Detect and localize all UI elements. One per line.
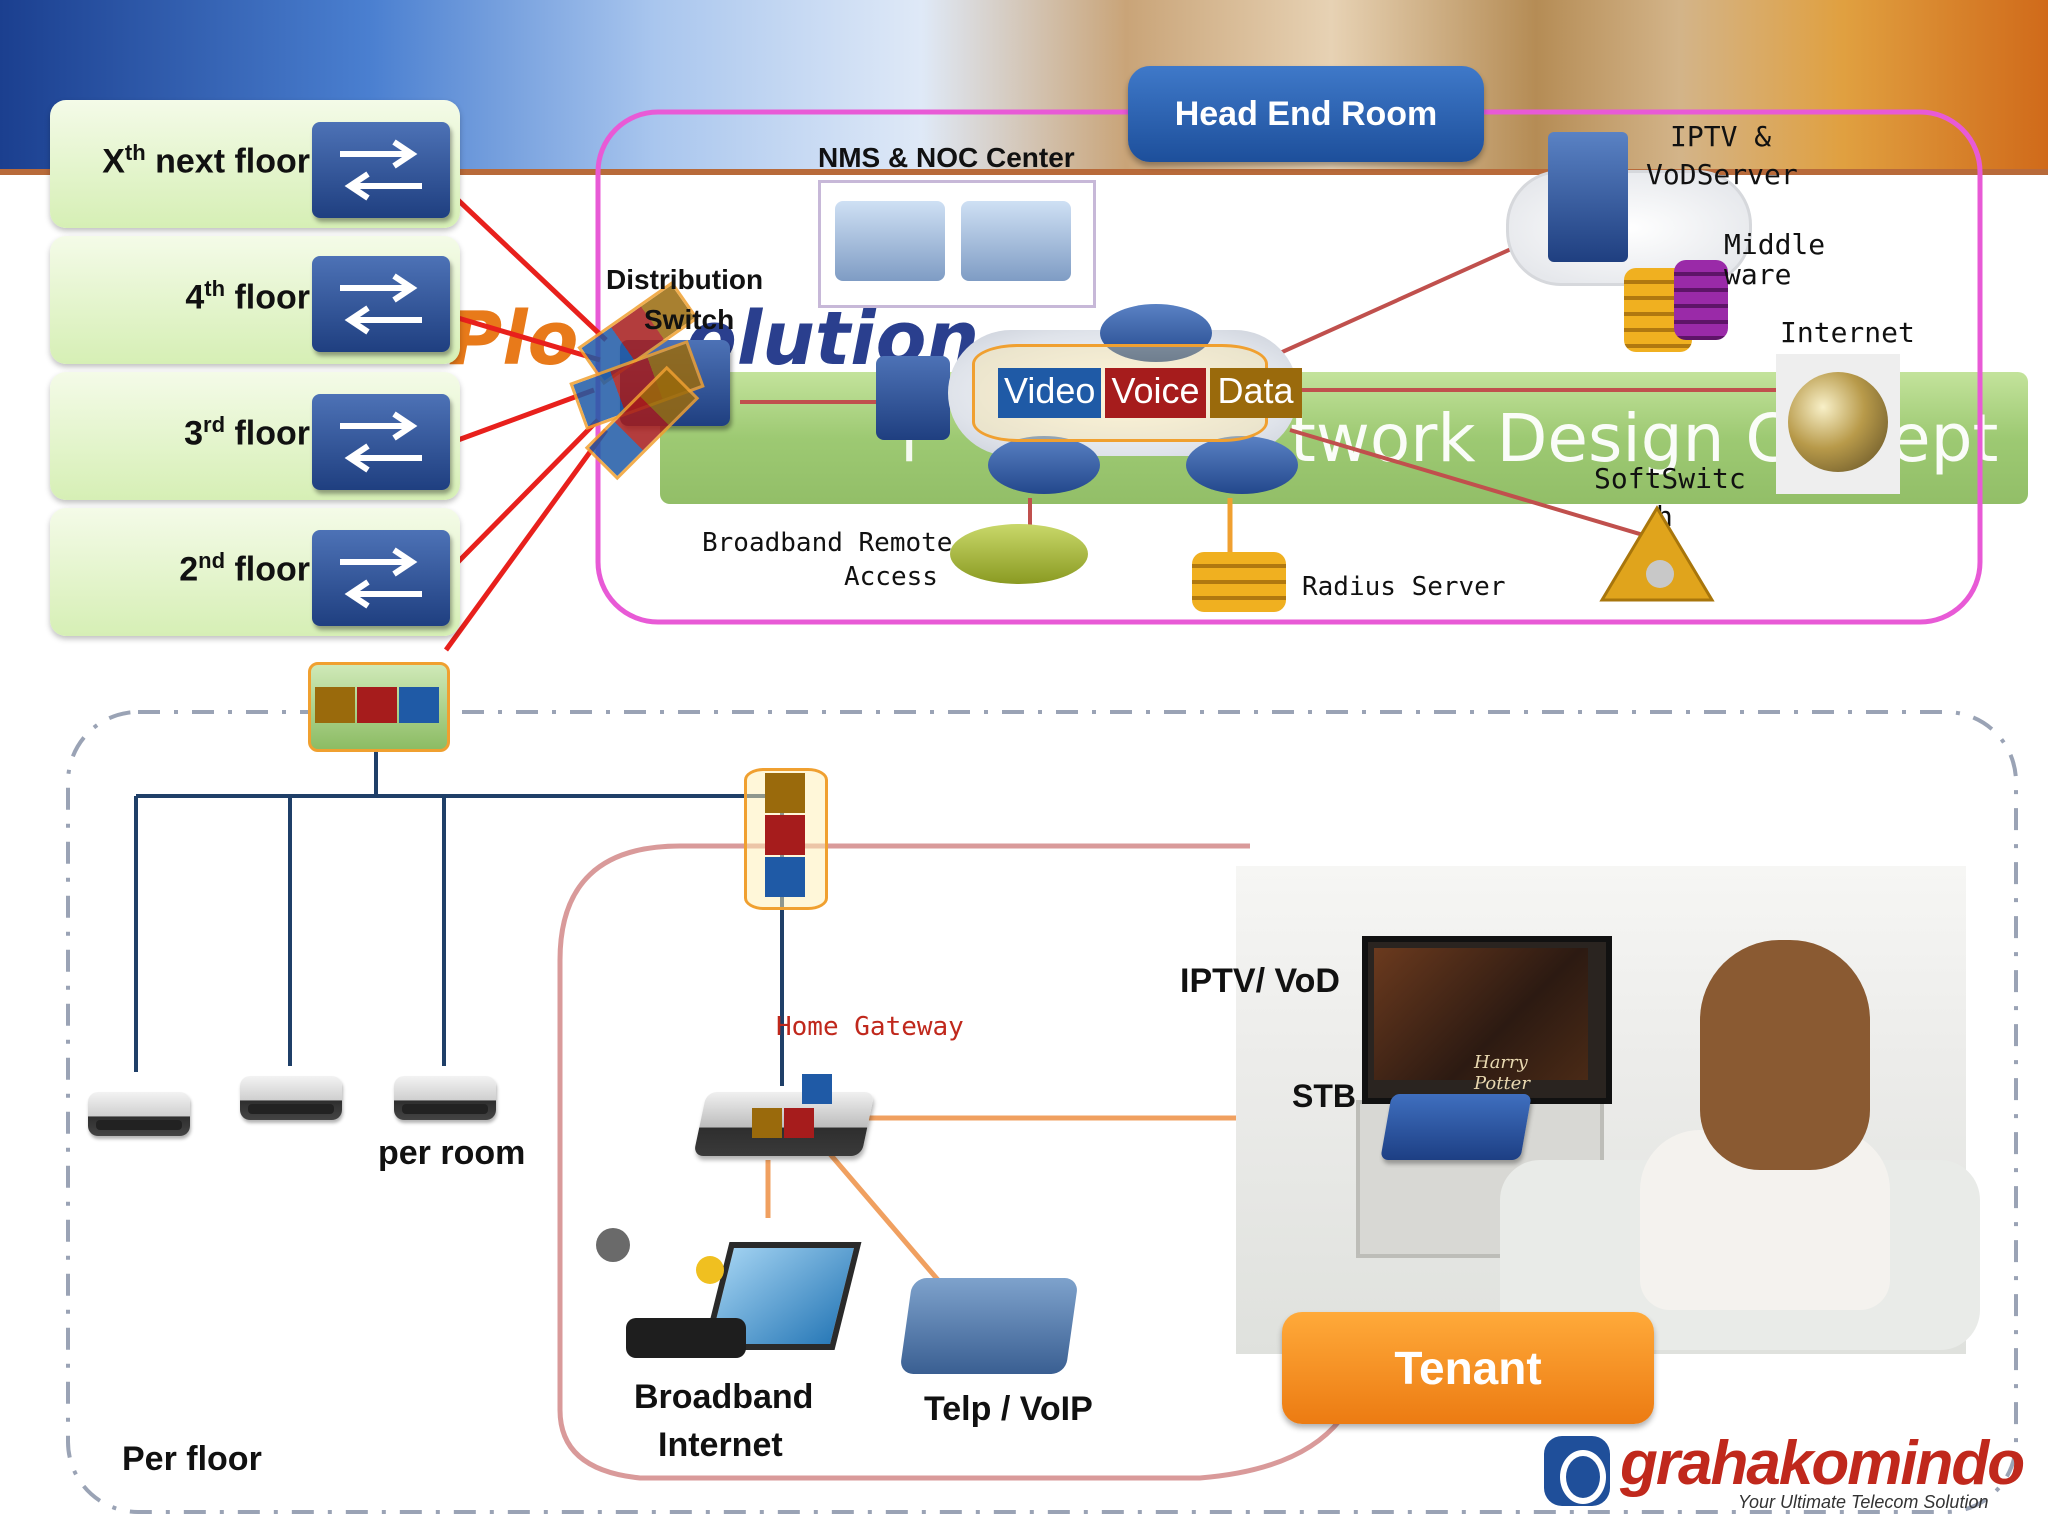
- core-link: [1259, 234, 1541, 364]
- room-router-icon: [240, 1076, 342, 1120]
- distribution-switch-label: Distribution: [606, 264, 764, 295]
- background-title-fragment: Plo: [448, 296, 579, 382]
- floor-switch-icon: [312, 394, 450, 490]
- iptv-server-label: IPTV &: [1670, 120, 1772, 153]
- room-router-icon: [394, 1076, 496, 1120]
- tv-screen: Harry Potter: [1374, 948, 1588, 1094]
- database-icon: [1192, 552, 1286, 612]
- server-rack-icon: [835, 201, 945, 281]
- per-floor-container: [66, 710, 2018, 1514]
- broadband-devices-cluster: [586, 1222, 862, 1372]
- video-label: Video: [998, 368, 1102, 418]
- floor-label: 4th floor: [185, 276, 310, 317]
- home-enclosure: [557, 1409, 1342, 1481]
- video-bundle-icon: [802, 1074, 832, 1104]
- uplink-line: [457, 315, 601, 363]
- home-enclosure: [557, 843, 1250, 1410]
- core-router-icon: [1100, 304, 1212, 362]
- iptv-cloud: [1506, 170, 1752, 286]
- per-room-label: per room: [378, 1134, 526, 1172]
- router-front: [248, 1104, 334, 1114]
- data-bundle-icon: [752, 1108, 782, 1138]
- tv-caption: Harry Potter: [1474, 1052, 1530, 1094]
- home-link: [816, 1138, 940, 1282]
- core-router-icon: [1186, 436, 1298, 494]
- radius-server-label: Radius Server: [1302, 572, 1506, 602]
- data-label: Data: [1209, 368, 1302, 418]
- video-bundle-icon: [765, 857, 805, 897]
- floor-aggregation-switch-icon: [308, 662, 450, 752]
- distribution-switch: [560, 280, 760, 481]
- broadband-internet-label: Internet: [658, 1426, 783, 1464]
- server-rack-icon: [961, 201, 1071, 281]
- softswitch-label: SoftSwitc: [1594, 462, 1746, 495]
- bras-label: Access: [844, 562, 938, 592]
- media-icon: [596, 1228, 630, 1262]
- globe-icon: [1788, 372, 1888, 472]
- service-labels: Video Voice Data: [998, 368, 1302, 418]
- grahakomindo-logo-text: grahakomindo: [1620, 1429, 2025, 1498]
- voice-bundle-icon: [765, 815, 805, 855]
- data-bundle-icon: [765, 773, 805, 813]
- core-router-icon: [988, 436, 1100, 494]
- vertical-service-bundle: [744, 768, 828, 910]
- globe-icon-frame: [1776, 354, 1900, 494]
- uplink-line: [456, 418, 600, 564]
- floor-switch-icon: [312, 122, 450, 218]
- grahakomindo-logo-mark: [1544, 1436, 1610, 1506]
- stb-label: STB: [1292, 1078, 1356, 1114]
- iptv-server-label: VoDServer: [1646, 158, 1798, 191]
- phone-icon: [899, 1278, 1079, 1374]
- bras-label: Broadband Remote: [702, 528, 953, 558]
- bras-router-icon: [950, 524, 1088, 584]
- set-top-box-icon: [1380, 1094, 1532, 1160]
- voice-bundle-icon: [357, 687, 397, 723]
- television: Harry Potter: [1362, 936, 1612, 1104]
- voice-label: Voice: [1105, 368, 1206, 418]
- tenant-badge: Tenant: [1282, 1312, 1654, 1424]
- broadband-internet-label: Broadband: [634, 1378, 814, 1416]
- firewall-icon: [876, 356, 950, 440]
- viewer-hair: [1700, 940, 1870, 1170]
- uplink-line: [456, 198, 608, 342]
- logo-mark-ring: [1560, 1450, 1606, 1504]
- nms-noc-label: NMS & NOC Center: [818, 142, 1075, 173]
- floor-label: 3rd floor: [184, 412, 310, 453]
- floor-switch-icon: [312, 530, 450, 626]
- per-floor-label: Per floor: [122, 1440, 262, 1478]
- room-router-icon: [88, 1092, 190, 1136]
- core-link: [1289, 428, 1661, 542]
- database-icon: [1674, 260, 1728, 340]
- nms-noc-box: [818, 180, 1096, 308]
- uplink-line: [457, 387, 595, 443]
- keyboard-icon: [626, 1318, 746, 1358]
- head-end-room-title: Head End Room: [1128, 66, 1484, 162]
- floor-label: Xth next floor: [102, 140, 310, 181]
- internet-label: Internet: [1780, 316, 1915, 349]
- softswitch-icon: [1599, 505, 1715, 602]
- middleware-label: Middle: [1724, 228, 1826, 261]
- middleware-label: ware: [1724, 258, 1792, 291]
- distribution-switch-label: Switch: [644, 304, 735, 335]
- router-front: [402, 1104, 488, 1114]
- data-bundle-icon: [315, 687, 355, 723]
- voice-bundle-icon: [784, 1108, 814, 1138]
- home-gateway-label: Home Gateway: [776, 1012, 964, 1042]
- uplink-line: [443, 428, 609, 652]
- video-bundle-icon: [399, 687, 439, 723]
- floor-switch-icon: [312, 256, 450, 352]
- router-front: [96, 1120, 182, 1130]
- smiley-icon: [696, 1256, 724, 1284]
- telp-voip-label: Telp / VoIP: [924, 1390, 1093, 1428]
- background-title-fragment: twork Design C: [1290, 400, 1792, 477]
- grahakomindo-tagline: Your Ultimate Telecom Solution: [1738, 1492, 1989, 1512]
- server-icon: [1548, 132, 1628, 262]
- floor-label: 2nd floor: [179, 548, 310, 589]
- iptv-vod-label: IPTV/ VoD: [1180, 962, 1340, 1000]
